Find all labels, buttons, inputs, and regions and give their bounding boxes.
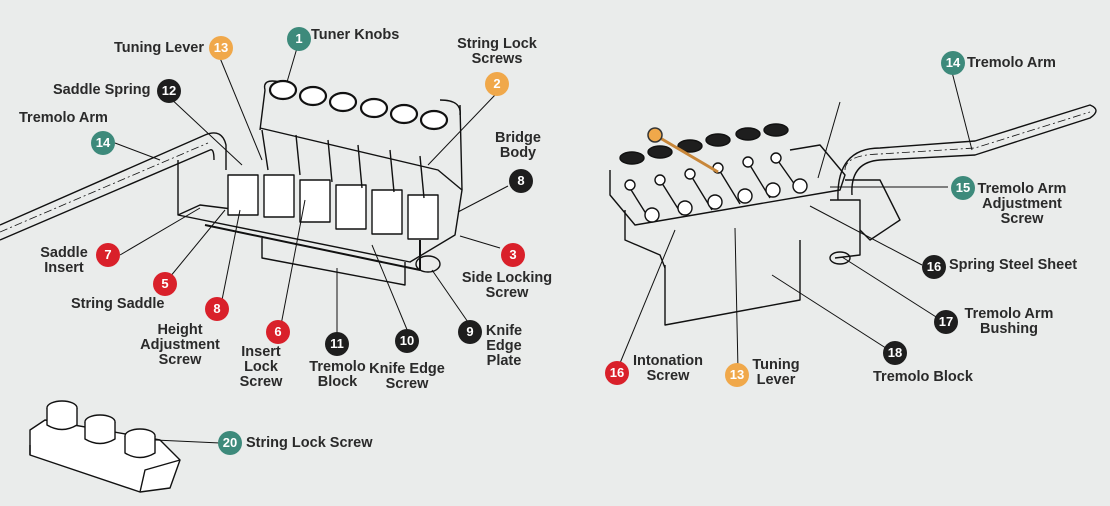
label-tuner-knobs: Tuner Knobs <box>311 27 400 43</box>
label-line: Body <box>499 145 537 161</box>
callout-badge-7: 7 <box>96 243 120 267</box>
label-tremolo-arm-bushing: Tremolo Arm Bushing <box>960 307 1058 337</box>
label-line: Bushing <box>980 321 1038 337</box>
left-tuner-knobs <box>268 79 449 131</box>
label-line: Screw <box>158 352 202 368</box>
label-knife-edge-screw: Knife Edge Screw <box>362 362 452 392</box>
callout-badge-8-height: 8 <box>205 297 229 321</box>
callout-badge-11: 11 <box>325 332 349 356</box>
callout-badge-16-spring: 16 <box>922 255 946 279</box>
callout-badge-8-body: 8 <box>509 169 533 193</box>
label-line: Adjustment <box>982 196 1062 212</box>
left-tremolo-arm <box>0 132 227 241</box>
right-leader-lines <box>617 71 973 371</box>
label-knife-edge-plate: Knife Edge Plate <box>482 324 526 369</box>
left-bridge-body <box>177 80 463 286</box>
label-line: Block <box>317 374 358 390</box>
label-line: Tremolo <box>309 359 366 375</box>
callout-badge-13-right: 13 <box>725 363 749 387</box>
label-line: Screws <box>471 51 523 67</box>
label-line: Screw <box>485 285 529 301</box>
label-height-adjustment-screw: Height Adjustment Screw <box>130 323 230 368</box>
callout-badge-12: 12 <box>157 79 181 103</box>
label-line: Knife <box>485 323 523 339</box>
label-line: Lever <box>756 372 796 388</box>
label-line: Screw <box>646 368 690 384</box>
label-spring-steel-sheet: Spring Steel Sheet <box>949 257 1078 273</box>
label-line: Side Locking <box>461 270 553 286</box>
label-side-locking-screw: Side Locking Screw <box>460 271 554 301</box>
right-tuning-lever <box>647 127 719 174</box>
label-line: Knife Edge <box>369 361 445 377</box>
label-line: Intonation <box>632 353 704 369</box>
callout-badge-18: 18 <box>883 341 907 365</box>
callout-badge-1: 1 <box>287 27 311 51</box>
callout-badge-14: 14 <box>91 131 115 155</box>
label-string-saddle: String Saddle <box>71 296 165 312</box>
label-line: Edge <box>486 338 522 354</box>
string-lock-drawing <box>29 400 221 493</box>
label-line: Plate <box>486 353 522 369</box>
label-line: String Lock <box>457 36 537 52</box>
label-line: Height <box>157 322 203 338</box>
label-tremolo-arm-right: Tremolo Arm <box>967 55 1056 71</box>
label-tremolo-arm: Tremolo Arm <box>19 110 108 126</box>
callout-badge-9: 9 <box>458 320 482 344</box>
label-tremolo-block-left: Tremolo Block <box>300 360 375 390</box>
label-saddle-spring: Saddle Spring <box>53 82 151 98</box>
label-saddle-insert: Saddle Insert <box>36 246 92 276</box>
label-string-lock-screw: String Lock Screw <box>246 435 373 451</box>
left-leader-lines <box>114 47 509 335</box>
label-line: Tremolo Arm <box>977 181 1067 197</box>
callout-badge-2: 2 <box>485 72 509 96</box>
callout-badge-17: 17 <box>934 310 958 334</box>
callout-badge-10: 10 <box>395 329 419 353</box>
label-line: Tremolo Arm <box>964 306 1054 322</box>
label-line: Lock <box>244 359 278 375</box>
label-line: Insert <box>44 260 84 276</box>
label-line: Bridge <box>495 130 541 146</box>
callout-badge-15: 15 <box>951 176 975 200</box>
right-tuner-knobs <box>619 123 789 165</box>
label-bridge-body: Bridge Body <box>490 131 546 161</box>
label-tuning-lever: Tuning Lever <box>114 40 204 56</box>
label-line: Adjustment <box>140 337 220 353</box>
label-intonation-screw: Intonation Screw <box>630 354 706 384</box>
label-line: Screw <box>385 376 429 392</box>
label-tremolo-block-right: Tremolo Block <box>873 369 973 385</box>
label-line: Insert <box>241 344 281 360</box>
callout-badge-16-intonation: 16 <box>605 361 629 385</box>
right-saddles <box>624 152 808 223</box>
label-insert-lock-screw: Insert Lock Screw <box>232 345 290 390</box>
callout-badge-20: 20 <box>218 431 242 455</box>
label-line: Screw <box>239 374 283 390</box>
label-tremolo-arm-adjustment-screw: Tremolo Arm Adjustment Screw <box>975 182 1069 227</box>
callout-badge-14-right: 14 <box>941 51 965 75</box>
label-line: Screw <box>1000 211 1044 227</box>
left-saddles <box>227 129 439 240</box>
label-tuning-lever-right: Tuning Lever <box>750 358 802 388</box>
callout-badge-13: 13 <box>209 36 233 60</box>
label-line: Tuning <box>752 357 800 373</box>
callout-badge-3: 3 <box>501 243 525 267</box>
label-string-lock-screws: String Lock Screws <box>455 37 539 67</box>
callout-badge-6: 6 <box>266 320 290 344</box>
label-line: Saddle <box>40 245 88 261</box>
right-tremolo-arm <box>837 104 1097 201</box>
callout-badge-5: 5 <box>153 272 177 296</box>
